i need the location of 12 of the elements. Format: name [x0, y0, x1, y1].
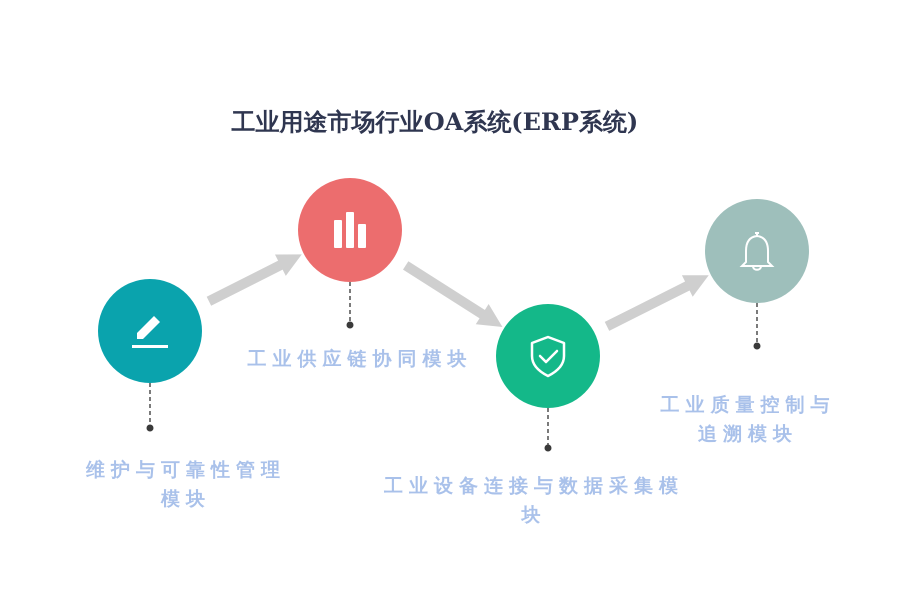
module-label: 工业供应链协同模块	[222, 325, 492, 374]
module-label: 工业设备连接与数据采集模块	[371, 448, 691, 530]
leader-line	[146, 383, 154, 432]
module-label: 工业质量控制与追溯模块	[645, 346, 845, 449]
arrow	[604, 275, 709, 331]
arrow	[403, 261, 502, 327]
title: 工业用途市场行业OA系统(ERP系统)	[230, 106, 640, 138]
module-label: 维护与可靠性管理模块	[68, 428, 298, 514]
leader-line	[754, 303, 760, 350]
leader-line	[346, 282, 354, 328]
arrow	[206, 254, 302, 306]
leader-line	[544, 408, 552, 452]
